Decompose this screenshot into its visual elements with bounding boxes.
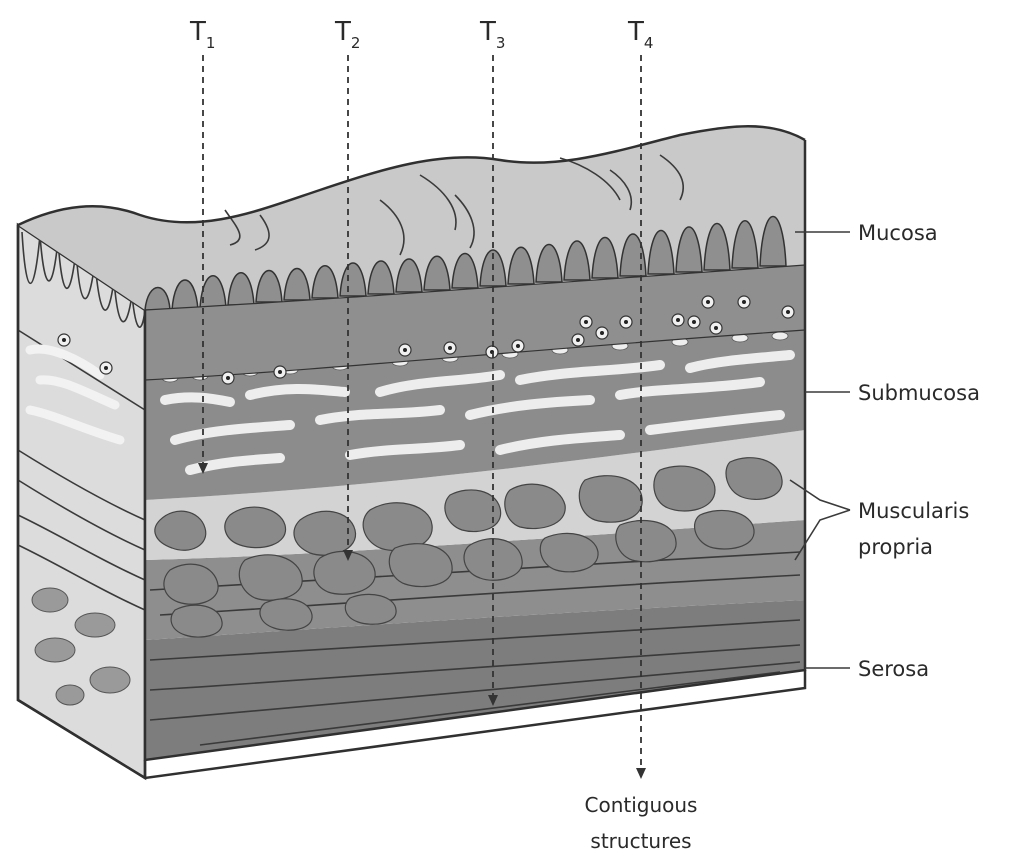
t1-subscript: 1: [206, 34, 216, 52]
t4-subscript: 4: [644, 34, 654, 52]
t4-label: T4: [627, 17, 653, 52]
t3-subscript: 3: [496, 34, 506, 52]
caption-line2: structures: [590, 829, 691, 853]
muscularis-label-line1: Muscularis: [858, 499, 969, 523]
muscularis-label-line2: propria: [858, 535, 933, 559]
t3-letter: T: [479, 17, 496, 47]
t1-letter: T: [189, 17, 206, 47]
t4-letter: T: [627, 17, 644, 47]
block-side-face: [18, 225, 145, 778]
serosa-label: Serosa: [858, 657, 929, 681]
mucosa-label: Mucosa: [858, 221, 938, 245]
t3-label: T3: [479, 17, 505, 52]
t2-letter: T: [334, 17, 351, 47]
t2-subscript: 2: [351, 34, 361, 52]
t1-label: T1: [189, 17, 215, 52]
submucosa-label: Submucosa: [858, 381, 980, 405]
t2-label: T2: [334, 17, 360, 52]
caption-line1: Contiguous: [585, 793, 698, 817]
